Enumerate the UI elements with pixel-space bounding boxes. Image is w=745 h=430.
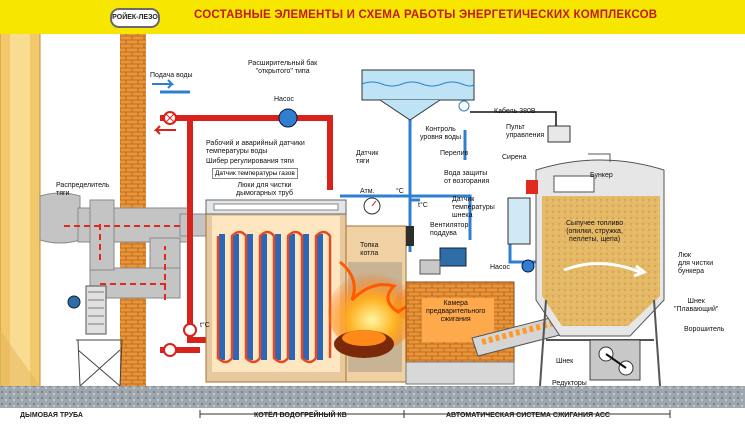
flame <box>328 260 466 358</box>
pump-circulation <box>278 108 298 128</box>
label-floating-auger: Шнек "Плавающий" <box>674 298 719 313</box>
label-auger: Шнек <box>556 358 574 365</box>
label-water-level-control: Контроль уровня воды <box>420 126 462 141</box>
label-temp-sensor-water: Рабочий и аварийный датчики температуры … <box>206 140 305 155</box>
footer-dimension-lines <box>199 410 671 418</box>
draft-fan-motor <box>67 295 81 309</box>
draft-distributor-box <box>85 285 107 335</box>
label-backfire-water: Вода защиты от возгорания <box>444 170 490 185</box>
company-logo: РОЙЕК-ЛЕЗО <box>110 8 160 28</box>
float-gauge <box>458 100 470 112</box>
label-acs-section: АВТОМАТИЧЕСКАЯ СИСТЕМА СЖИГАНИЯ АСС <box>446 412 610 419</box>
cable-380 <box>470 111 557 126</box>
return-arrow <box>153 125 176 135</box>
label-draft-distributor: Распределитель тяги <box>56 182 110 197</box>
backfire-water-tank <box>507 197 531 245</box>
label-cable-380: Кабель 380В <box>494 108 536 115</box>
label-boiler-section: КОТЁЛ ВОДОГРЕЙНЫЙ КВ <box>254 412 347 419</box>
smoke-flow-arrows <box>60 220 180 300</box>
valves <box>163 111 197 357</box>
page-title: СОСТАВНЫЕ ЭЛЕМЕНТЫ И СХЕМА РАБОТЫ ЭНЕРГЕ… <box>194 9 658 21</box>
label-fuel: Сыпучее топливо (опилки, стружка, пеллет… <box>566 220 624 243</box>
label-expansion-tank: Расширительный бак "открытого" типа <box>248 60 318 75</box>
label-deg-c-3: t°C <box>200 322 210 329</box>
label-gearboxes: Редукторы <box>552 380 587 387</box>
siren-icon <box>526 180 538 194</box>
chimney <box>0 34 41 386</box>
label-supply-water: Подача воды <box>150 72 193 79</box>
support-stand <box>76 339 123 387</box>
label-control-panel: Пульт управления <box>506 124 545 139</box>
label-bunker-hatch: Люк для чистки бункера <box>678 252 714 275</box>
label-agitator: Ворошитель <box>684 326 725 333</box>
label-draft-sensor: Датчик тяги <box>356 150 379 165</box>
bunker <box>535 153 665 337</box>
supply-arrow <box>152 79 175 89</box>
label-deg-c-2: t°C <box>418 202 428 209</box>
control-panel-box <box>547 125 571 143</box>
label-siren: Сирена <box>502 154 527 161</box>
boiler-door-handle <box>406 226 414 246</box>
label-pre-combustion: Камера предварительного сжигания <box>426 300 486 323</box>
label-fan: Вентилятор поддува <box>430 222 469 237</box>
label-pump-2: Насос <box>490 264 510 271</box>
label-deg-c-1: °C <box>396 188 404 195</box>
pump-small <box>521 259 535 273</box>
label-cleaning-hatches: Люки для чистки дымогарных труб <box>236 182 293 197</box>
gearboxes <box>589 339 641 381</box>
label-firebox: Топка котла <box>360 242 379 257</box>
ground <box>0 386 745 408</box>
fan-motor <box>439 247 467 267</box>
expansion-tank <box>361 69 475 121</box>
label-draft-damper: Шибер регулирования тяги <box>206 158 294 165</box>
label-gas-temp-sensor: Датчик температуры газов <box>212 168 298 179</box>
label-temp-sensor-auger: Датчик температуры шнека <box>452 196 495 219</box>
label-bunker: Бункер <box>590 172 613 179</box>
label-chimney: ДЫМОВАЯ ТРУБА <box>20 412 83 419</box>
label-pump: Насос <box>274 96 294 103</box>
label-atm: Атм. <box>360 188 375 195</box>
label-overflow: Перелив <box>440 150 469 157</box>
